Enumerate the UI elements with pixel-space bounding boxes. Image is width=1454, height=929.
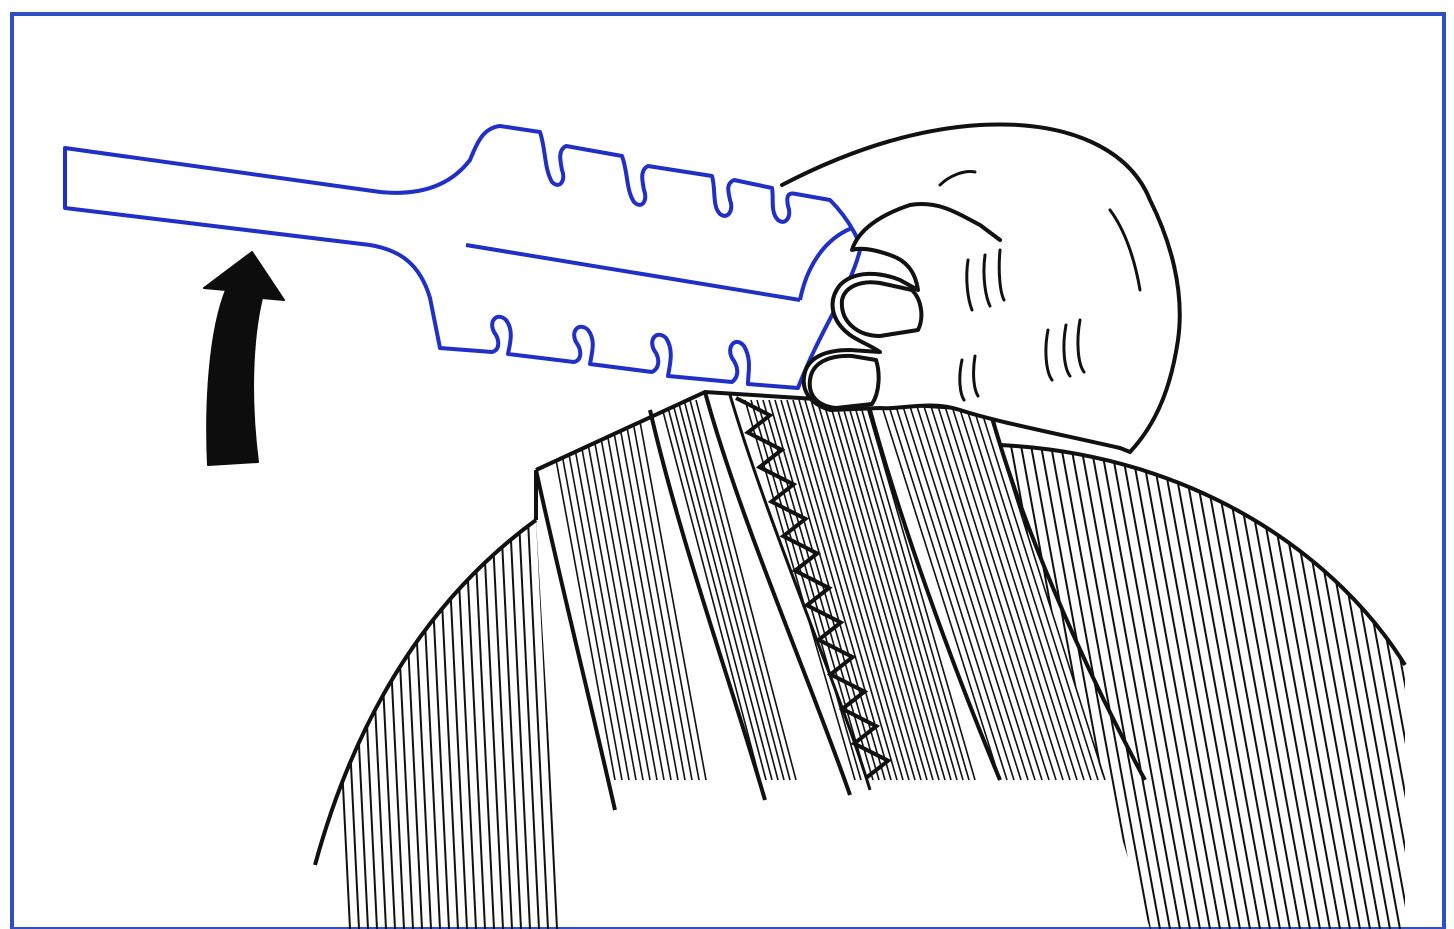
index-finger-tip [842, 282, 922, 336]
thumb-tip [810, 356, 879, 408]
hand-icon [782, 124, 1180, 452]
